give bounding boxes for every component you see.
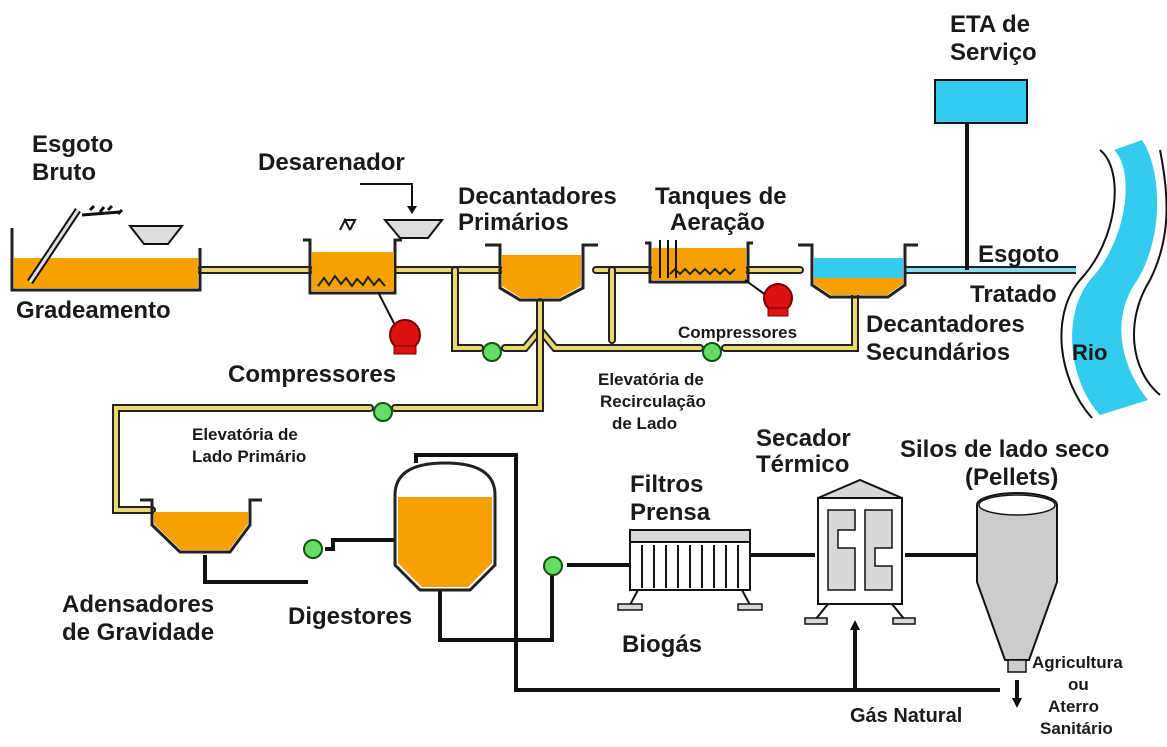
pump-recirc-1 xyxy=(482,342,502,362)
label-destino-1: Agricultura xyxy=(1032,653,1123,672)
secondary-clarifier xyxy=(798,243,918,299)
label-destino-3: Aterro xyxy=(1048,697,1099,716)
gradeamento-channel xyxy=(10,204,202,292)
labels: Esgoto Bruto Gradeamento Desarenador Com… xyxy=(16,11,1123,738)
label-filtros-2: Prensa xyxy=(630,499,711,526)
label-biogas: Biogás xyxy=(622,631,702,658)
pumps xyxy=(303,342,722,576)
label-elevatoria-primario-2: Lado Primário xyxy=(192,447,306,466)
label-elevatoria-recirculacao-3: de Lado xyxy=(612,414,677,433)
desarenador-tank xyxy=(303,183,445,295)
sludge-pipes xyxy=(203,453,1019,700)
pellet-silo xyxy=(976,492,1058,673)
label-esgoto-tratado-2: Tratado xyxy=(970,281,1057,308)
pump-recirc-2 xyxy=(702,342,722,362)
gas-arrow xyxy=(850,620,860,630)
compressor-1 xyxy=(377,291,421,355)
label-filtros-1: Filtros xyxy=(630,471,703,498)
thickener xyxy=(140,498,262,554)
label-compressores-2: Compressores xyxy=(678,323,797,342)
label-destino-2: ou xyxy=(1068,675,1089,694)
label-esgoto-bruto-1: Esgoto xyxy=(32,131,113,158)
digester xyxy=(393,461,497,592)
label-eta-1: ETA de xyxy=(950,11,1030,38)
compressor-2 xyxy=(744,279,793,317)
label-esgoto-tratado-1: Esgoto xyxy=(978,241,1059,268)
thermal-dryer xyxy=(804,478,916,625)
label-silos-1: Silos de lado seco xyxy=(900,436,1109,463)
label-gas-natural: Gás Natural xyxy=(850,705,962,727)
label-silos-2: (Pellets) xyxy=(965,464,1058,491)
river xyxy=(1060,140,1167,419)
aeration-tank xyxy=(645,240,753,284)
label-decantadores-secundarios-1: Decantadores xyxy=(866,311,1025,338)
label-tanques-aeracao-2: Aeração xyxy=(670,209,765,236)
label-gradeamento: Gradeamento xyxy=(16,297,171,324)
eta-service-box xyxy=(934,79,1028,124)
label-rio: Rio xyxy=(1072,340,1107,365)
label-decantadores-primarios-1: Decantadores xyxy=(458,183,617,210)
label-desarenador: Desarenador xyxy=(258,149,405,176)
pump-primary xyxy=(373,402,393,422)
label-secador-2: Térmico xyxy=(756,451,849,478)
label-adensadores-1: Adensadores xyxy=(62,591,214,618)
filter-press xyxy=(617,529,763,611)
label-elevatoria-recirculacao-2: Recirculação xyxy=(600,392,706,411)
label-digestores: Digestores xyxy=(288,603,412,630)
pump-digester xyxy=(543,556,563,576)
label-decantadores-secundarios-2: Secundários xyxy=(866,339,1010,366)
label-secador-1: Secador xyxy=(756,425,851,452)
label-eta-2: Serviço xyxy=(950,39,1037,66)
effluent-pipes xyxy=(112,266,859,514)
primary-clarifier xyxy=(485,243,598,302)
label-esgoto-bruto-2: Bruto xyxy=(32,159,96,186)
label-elevatoria-recirculacao-1: Elevatória de xyxy=(598,370,704,389)
label-decantadores-primarios-2: Primários xyxy=(458,209,569,236)
label-adensadores-2: de Gravidade xyxy=(62,619,214,646)
label-compressores-1: Compressores xyxy=(228,361,396,388)
label-destino-4: Sanitário xyxy=(1040,719,1113,738)
label-elevatoria-primario-1: Elevatória de xyxy=(192,425,298,444)
output-arrow xyxy=(1012,698,1022,708)
label-tanques-aeracao-1: Tanques de xyxy=(655,183,787,210)
pump-thickener xyxy=(303,539,323,559)
